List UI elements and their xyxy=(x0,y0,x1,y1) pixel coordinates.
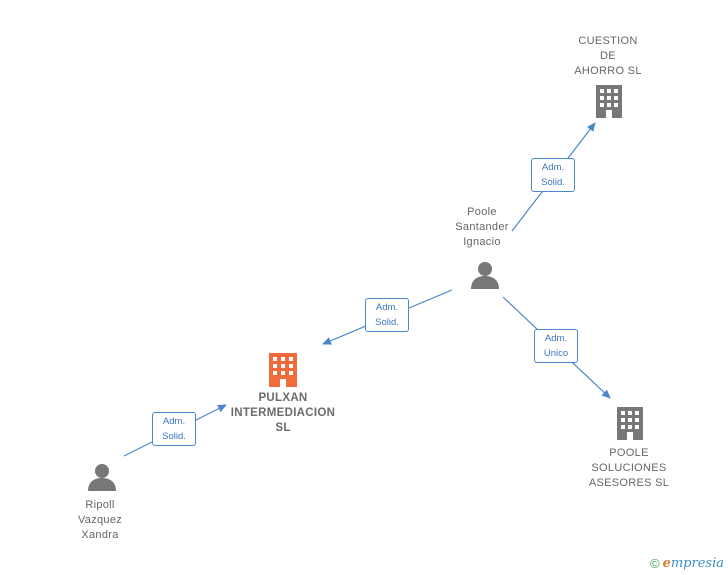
node-label-cuestion-de-ahorro[interactable]: CUESTION DE AHORRO SL xyxy=(574,35,642,77)
copyright-icon: © xyxy=(649,556,660,571)
edge-label-adm-solid-pulxan: Adm. Solid. xyxy=(365,298,409,332)
person-icon xyxy=(88,464,116,491)
node-label-poole-santander-ignacio[interactable]: Poole Santander Ignacio xyxy=(455,206,509,248)
node-label-ripoll-vazquez-xandra[interactable]: Ripoll Vazquez Xandra xyxy=(77,499,123,541)
node-label-pulxan-intermediacion[interactable]: PULXAN INTERMEDIACION SL xyxy=(230,392,336,434)
building-icon xyxy=(596,85,622,118)
edge-label-adm-solid-ripoll: Adm. Solid. xyxy=(152,412,196,446)
building-icon xyxy=(269,353,297,387)
edge-label-adm-unico: Adm. Unico xyxy=(534,329,578,363)
node-label-poole-soluciones-asesores[interactable]: POOLE SOLUCIONES ASESORES SL xyxy=(588,447,670,489)
footer-brand[interactable]: © empresia xyxy=(650,556,724,571)
edge-label-adm-solid-cuestion: Adm. Solid. xyxy=(531,158,575,192)
building-icon xyxy=(617,407,643,440)
empresia-logo: empresia xyxy=(662,556,724,571)
person-icon xyxy=(471,262,499,289)
